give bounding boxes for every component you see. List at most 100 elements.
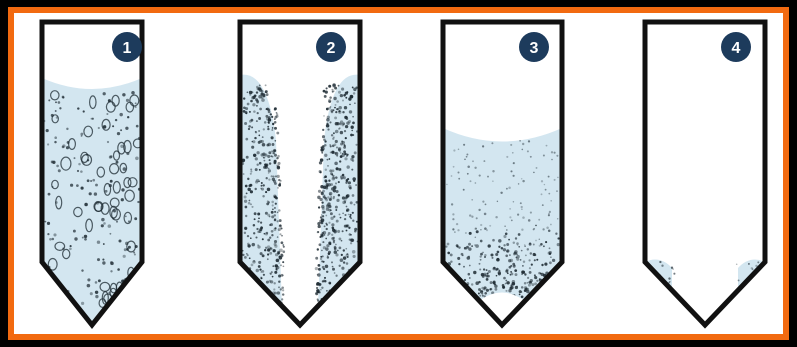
particle (505, 255, 508, 258)
particle (324, 177, 326, 179)
particle (489, 225, 491, 227)
particle (277, 162, 280, 165)
particle (503, 286, 505, 288)
particle (527, 282, 529, 284)
particle (318, 268, 321, 271)
particle (59, 107, 61, 109)
particle (333, 216, 335, 218)
particle (457, 308, 459, 310)
particle (342, 124, 345, 127)
particle (55, 304, 58, 307)
particle (94, 192, 97, 195)
particle (77, 170, 79, 172)
particle (45, 221, 47, 223)
particle (134, 217, 137, 220)
particle (251, 264, 254, 267)
particle (273, 317, 275, 319)
particle (54, 141, 56, 143)
particle (349, 110, 352, 113)
particle (278, 286, 280, 288)
particle (97, 240, 100, 243)
particle (528, 302, 530, 304)
particle (245, 215, 247, 217)
particle (337, 321, 340, 324)
particle (510, 271, 512, 273)
particle (463, 309, 465, 311)
particle (325, 238, 327, 240)
particle (521, 286, 524, 289)
particle (267, 253, 269, 255)
particle (283, 265, 285, 267)
particle (333, 303, 335, 305)
particle (520, 202, 522, 204)
particle (480, 253, 483, 256)
particle (346, 329, 349, 332)
particle (465, 302, 468, 305)
particle (447, 252, 450, 255)
particle (468, 243, 471, 246)
particle (332, 228, 334, 230)
particle (80, 170, 83, 173)
particle (524, 273, 526, 275)
particle (116, 315, 119, 318)
particle (249, 91, 252, 94)
particle (268, 169, 271, 172)
particle (541, 193, 543, 195)
particle (120, 129, 122, 131)
particle (262, 195, 264, 197)
particle (536, 310, 538, 312)
particle (276, 318, 280, 322)
particle (268, 111, 271, 114)
particle (353, 92, 356, 95)
particle (246, 304, 249, 307)
particle (342, 317, 345, 320)
particle (254, 95, 257, 98)
particle (330, 106, 332, 108)
particle (278, 209, 281, 212)
particle (353, 88, 356, 91)
particle (528, 219, 531, 222)
particle (66, 146, 69, 149)
particle (247, 91, 249, 93)
particle (472, 160, 474, 162)
particle (469, 214, 471, 216)
particle (542, 298, 544, 300)
particle (135, 106, 137, 108)
particle (280, 254, 283, 257)
particle (319, 236, 321, 238)
particle (253, 224, 256, 227)
particle (326, 228, 328, 230)
particle (137, 201, 139, 203)
particle (268, 328, 271, 331)
particle (274, 182, 277, 185)
particle (553, 319, 555, 321)
particle (448, 309, 450, 311)
particle (95, 184, 98, 187)
particle (327, 116, 330, 119)
particle (339, 160, 341, 162)
particle (70, 245, 72, 247)
particle (268, 317, 271, 320)
particle (110, 180, 113, 183)
particle (276, 132, 279, 135)
particle (318, 206, 320, 208)
particle (544, 263, 547, 266)
particle (267, 143, 271, 147)
particle (274, 240, 277, 243)
particle (541, 264, 543, 266)
particle (52, 186, 54, 188)
particle (256, 163, 258, 165)
particle (335, 111, 337, 113)
particle (480, 259, 482, 261)
particle (252, 140, 255, 143)
particle (548, 176, 550, 178)
particle (97, 258, 100, 261)
particle (468, 256, 470, 258)
particle (261, 182, 263, 184)
particle (98, 127, 100, 129)
particle (338, 91, 341, 94)
particle (334, 303, 336, 305)
particle (324, 277, 326, 279)
particle (540, 314, 542, 316)
particle (521, 149, 523, 151)
